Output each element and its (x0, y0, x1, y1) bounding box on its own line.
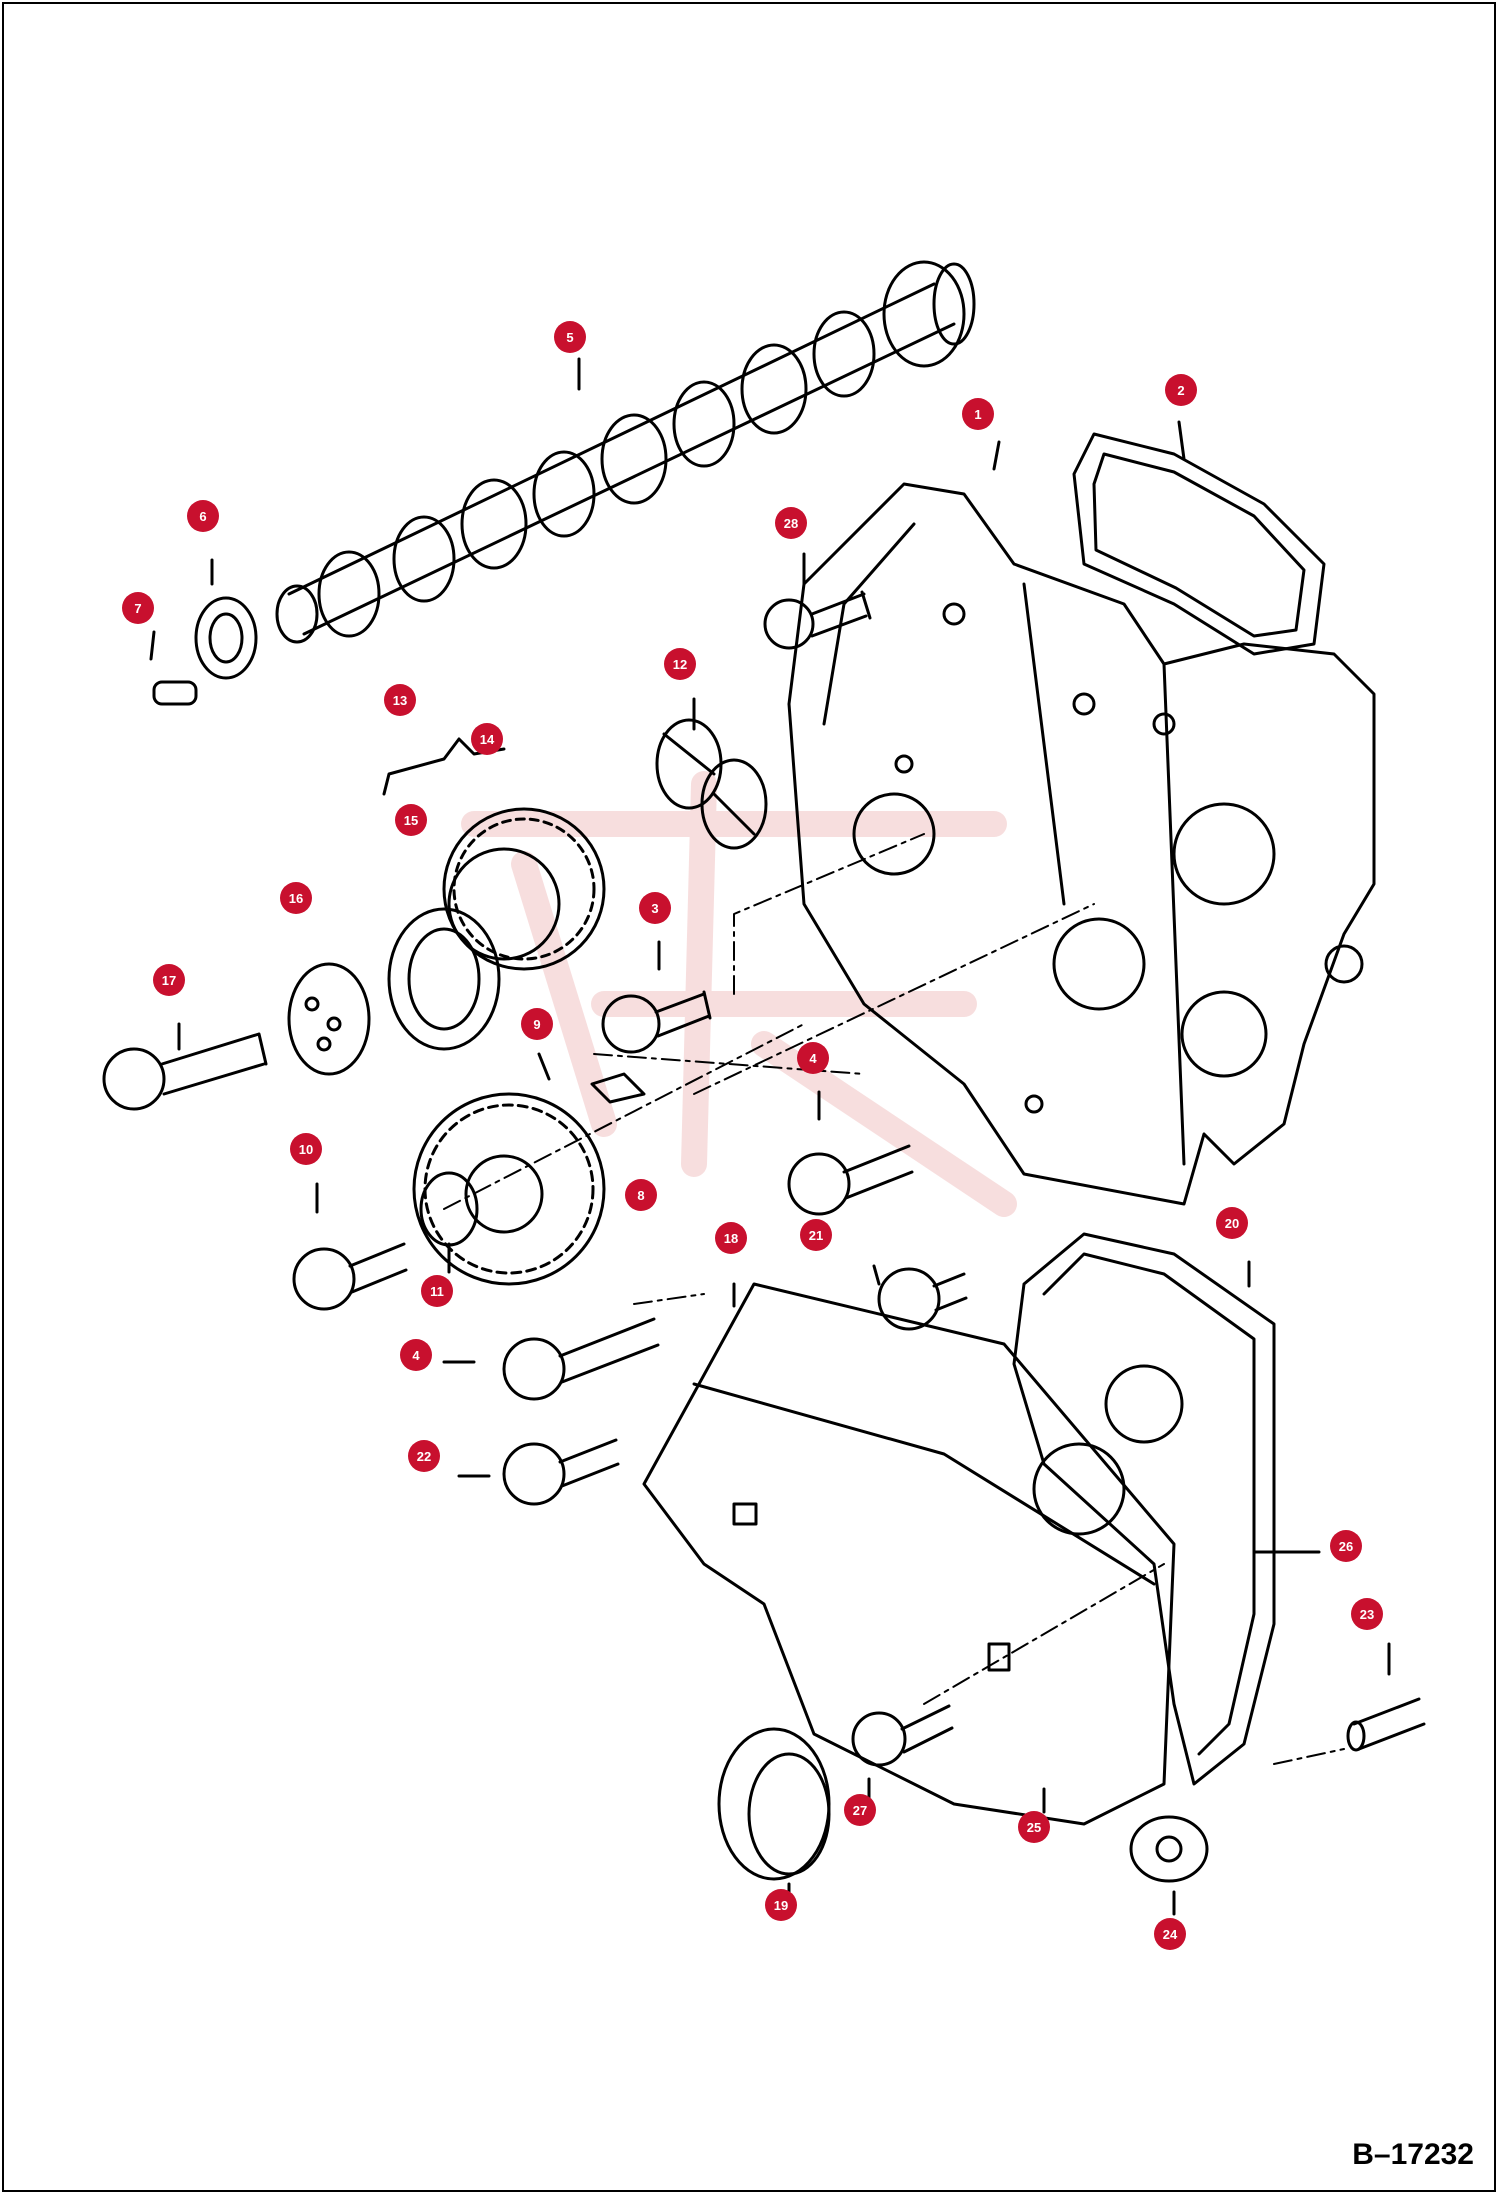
nut (1129, 1815, 1209, 1883)
stud (1346, 1697, 1426, 1752)
bushing (655, 718, 768, 850)
callout-5[interactable]: 5 (554, 321, 586, 353)
callout-7[interactable]: 7 (122, 592, 154, 624)
callout-14[interactable]: 14 (471, 723, 503, 755)
callout-21[interactable]: 21 (800, 1219, 832, 1251)
bolt-28 (763, 590, 872, 650)
crank-gear (412, 1092, 606, 1286)
callout-9[interactable]: 9 (521, 1008, 553, 1040)
callout-10[interactable]: 10 (290, 1133, 322, 1165)
bolt-27 (851, 1704, 954, 1767)
gear-bushing (387, 907, 501, 1051)
front-cover-gasket (1012, 1232, 1276, 1786)
dowel-pin (152, 680, 198, 706)
watermark (461, 771, 1017, 1217)
callout-18[interactable]: 18 (715, 1222, 747, 1254)
callout-1[interactable]: 1 (962, 398, 994, 430)
callout-6[interactable]: 6 (187, 500, 219, 532)
callout-22[interactable]: 22 (408, 1440, 440, 1472)
callout-24[interactable]: 24 (1154, 1918, 1186, 1950)
callout-4-lower[interactable]: 4 (400, 1339, 432, 1371)
retainer-plate (287, 962, 371, 1076)
callout-15[interactable]: 15 (395, 804, 427, 836)
callout-23[interactable]: 23 (1351, 1598, 1383, 1630)
callout-2[interactable]: 2 (1165, 374, 1197, 406)
callout-3[interactable]: 3 (639, 892, 671, 924)
oil-seal (717, 1727, 831, 1881)
callout-25[interactable]: 25 (1018, 1811, 1050, 1843)
gear-case (787, 482, 1376, 1206)
bolt-21 (877, 1267, 968, 1331)
exploded-parts-diagram (102, 260, 1426, 1916)
callout-12[interactable]: 12 (664, 648, 696, 680)
thrust-plate (194, 596, 258, 680)
bolt-4-upper (787, 1144, 914, 1216)
camshaft (275, 260, 976, 644)
bolt-17 (102, 1032, 268, 1111)
idler-gear-14 (442, 807, 606, 971)
bolt-10 (292, 1242, 408, 1311)
woodruff-key (590, 1072, 646, 1104)
callout-28[interactable]: 28 (775, 507, 807, 539)
callout-19[interactable]: 19 (765, 1889, 797, 1921)
bolt-4-lower (502, 1317, 660, 1401)
leader-lines (149, 357, 1391, 1916)
callout-17[interactable]: 17 (153, 964, 185, 996)
callout-26[interactable]: 26 (1330, 1530, 1362, 1562)
callout-4-upper[interactable]: 4 (797, 1042, 829, 1074)
callout-16[interactable]: 16 (280, 882, 312, 914)
callout-13[interactable]: 13 (384, 684, 416, 716)
gasket (1072, 432, 1326, 656)
callout-27[interactable]: 27 (844, 1794, 876, 1826)
figure-id: B–17232 (1352, 2138, 1474, 2171)
callout-11[interactable]: 11 (421, 1275, 453, 1307)
callout-8[interactable]: 8 (625, 1179, 657, 1211)
bolt-3 (601, 990, 712, 1054)
front-cover (642, 1282, 1176, 1826)
bolt-22 (502, 1438, 620, 1506)
callout-20[interactable]: 20 (1216, 1207, 1248, 1239)
dash-dot-lines (443, 833, 1345, 1765)
